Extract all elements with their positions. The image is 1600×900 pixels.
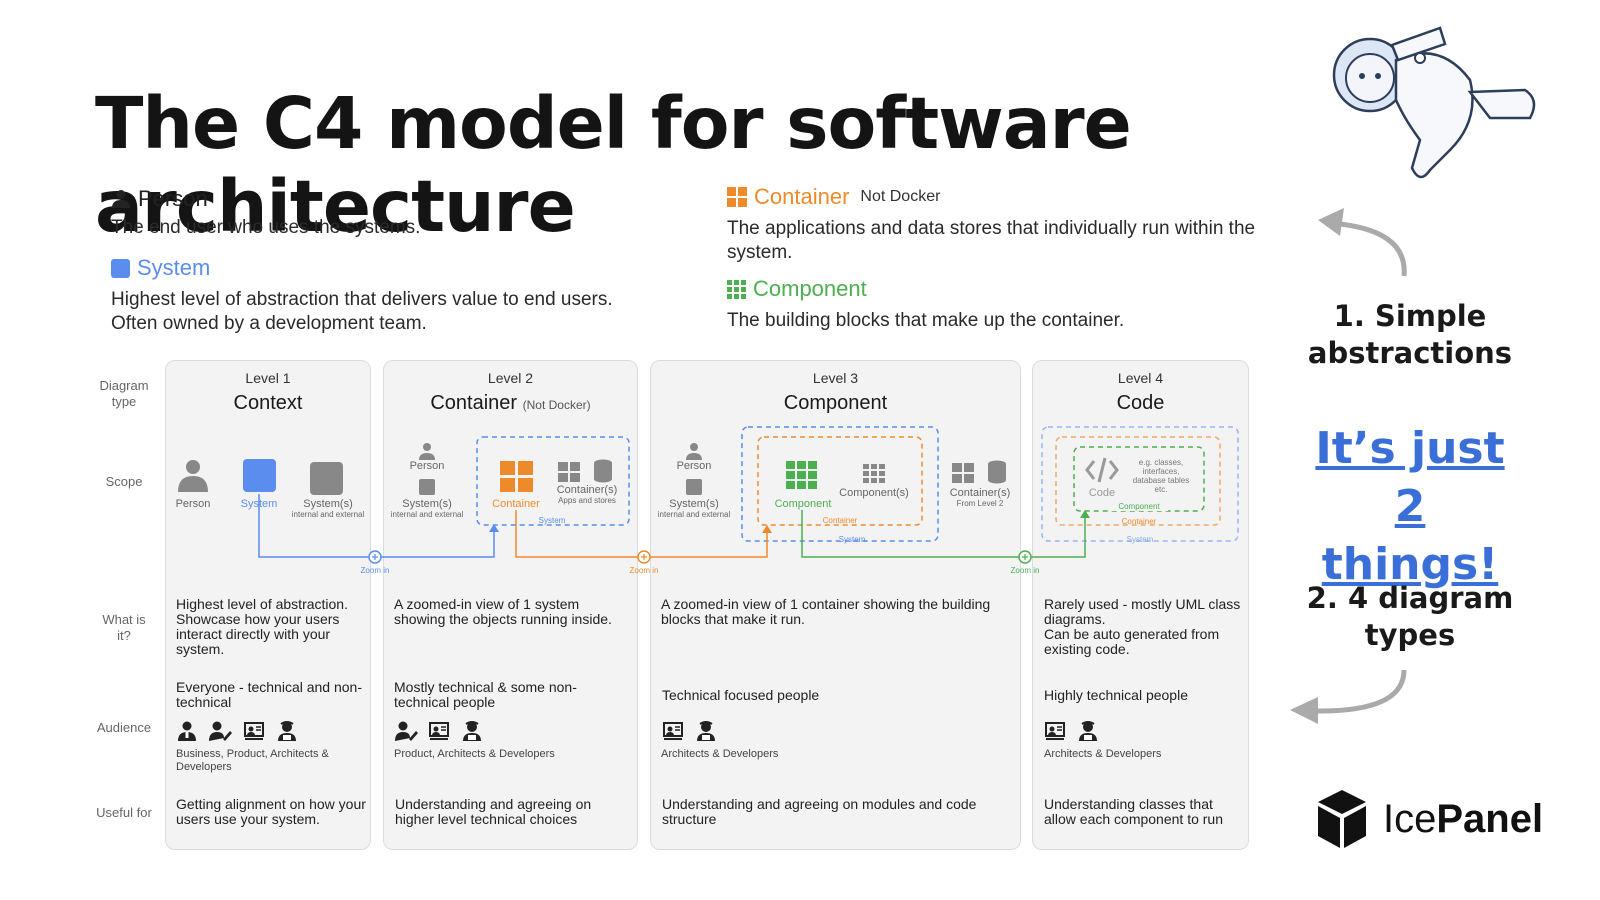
l1-system-label: System xyxy=(240,498,278,510)
definition-container-note: Not Docker xyxy=(860,188,941,205)
level-3-label: Level 3 xyxy=(812,370,859,386)
l3-audience: Technical focused people xyxy=(662,687,820,703)
icepanel-logo-text: IcePanel xyxy=(1383,797,1544,841)
level-2-name: Container (Not Docker) xyxy=(430,392,591,414)
definition-person: Person The end user who uses the systems… xyxy=(111,186,420,240)
level-4-name: Code xyxy=(1116,392,1165,414)
zoom-in-label-2: Zoom in xyxy=(629,566,659,575)
definition-system-desc-2: Often owned by a development team. xyxy=(111,313,427,334)
definition-container: Container Not Docker The applications an… xyxy=(727,184,1255,265)
l4-audience-roles: Architects & Developers xyxy=(1044,748,1162,760)
page-title: The C4 model for software architecture xyxy=(95,82,1132,248)
level-3-name: Component xyxy=(783,392,888,414)
definition-system: System Highest level of abstraction that… xyxy=(111,255,613,336)
definition-system-desc-1: Highest level of abstraction that delive… xyxy=(111,289,613,310)
l4-container-boundary-label: Container xyxy=(1121,517,1157,526)
row-label-useful: Useful for xyxy=(96,805,152,820)
l3-useful: Understanding and agreeing on modules an… xyxy=(662,796,977,827)
l2-container-label: Container xyxy=(492,498,540,510)
l1-audience: Everyone - technical and non-technical xyxy=(176,679,362,710)
l1-audience-roles: Business, Product, Architects &Developer… xyxy=(176,748,329,773)
l4-code-label: Code xyxy=(1088,487,1116,499)
l1-person-label: Person xyxy=(175,498,211,510)
l2-systems-label: System(s)internal and external xyxy=(390,498,464,519)
l3-person-label: Person xyxy=(676,460,712,472)
system-icon xyxy=(111,258,130,278)
level-1-name: Context xyxy=(233,392,303,414)
definition-system-name: System xyxy=(137,255,211,280)
l4-component-boundary-label: Component xyxy=(1110,502,1168,511)
l3-audience-roles: Architects & Developers xyxy=(661,748,779,760)
definition-container-name: Container xyxy=(754,184,850,209)
zoom-in-label-3: Zoom in xyxy=(1010,566,1040,575)
l2-person-label: Person xyxy=(409,460,445,472)
l2-audience-roles: Product, Architects & Developers xyxy=(394,748,555,760)
l2-system-boundary-label: System xyxy=(538,516,566,525)
component-icon xyxy=(727,279,746,299)
definition-person-name: Person xyxy=(138,186,208,211)
l4-audience: Highly technical people xyxy=(1044,687,1188,703)
level-4-label: Level 4 xyxy=(1117,370,1164,386)
l3-components-label: Component(s) xyxy=(839,487,909,499)
l3-systems-label: System(s)internal and external xyxy=(657,498,731,519)
l3-system-boundary-label: System xyxy=(838,535,866,544)
level-2-label: Level 2 xyxy=(487,370,534,386)
definition-container-desc-2: system. xyxy=(727,242,793,263)
person-icon xyxy=(112,190,130,208)
level-1-panel xyxy=(165,360,371,850)
l3-container-boundary-label: Container xyxy=(822,516,858,525)
l2-audience: Mostly technical & some non-technical pe… xyxy=(394,679,577,710)
l3-containers-label: Container(s)From Level 2 xyxy=(949,487,1011,508)
l1-what: Highest level of abstraction.Showcase ho… xyxy=(176,596,348,657)
container-icon xyxy=(727,187,747,207)
l4-system-boundary-label: System xyxy=(1126,535,1154,544)
l3-component-label: Component xyxy=(774,498,832,510)
level-1-label: Level 1 xyxy=(245,370,291,386)
curved-arrow-down xyxy=(1290,669,1407,724)
l1-systems-label: System(s)internal and external xyxy=(291,498,365,519)
row-label-scope: Scope xyxy=(105,474,143,489)
icepanel-logo-icon xyxy=(1318,790,1366,848)
zoom-in-icon-2 xyxy=(637,550,651,564)
zoom-in-label-1: Zoom in xyxy=(360,566,390,575)
row-label-audience: Audience xyxy=(96,720,152,735)
definition-component-name: Component xyxy=(753,276,867,301)
l3-what: A zoomed-in view of 1 container showing … xyxy=(661,596,991,627)
definition-component-desc: The building blocks that make up the con… xyxy=(727,310,1125,331)
definition-person-desc: The end user who uses the systems. xyxy=(111,217,421,238)
definition-container-desc-1: The applications and data stores that in… xyxy=(727,218,1256,239)
definition-component: Component The building blocks that make … xyxy=(727,276,1124,333)
l2-containers-label: Container(s)Apps and stores xyxy=(556,484,618,505)
